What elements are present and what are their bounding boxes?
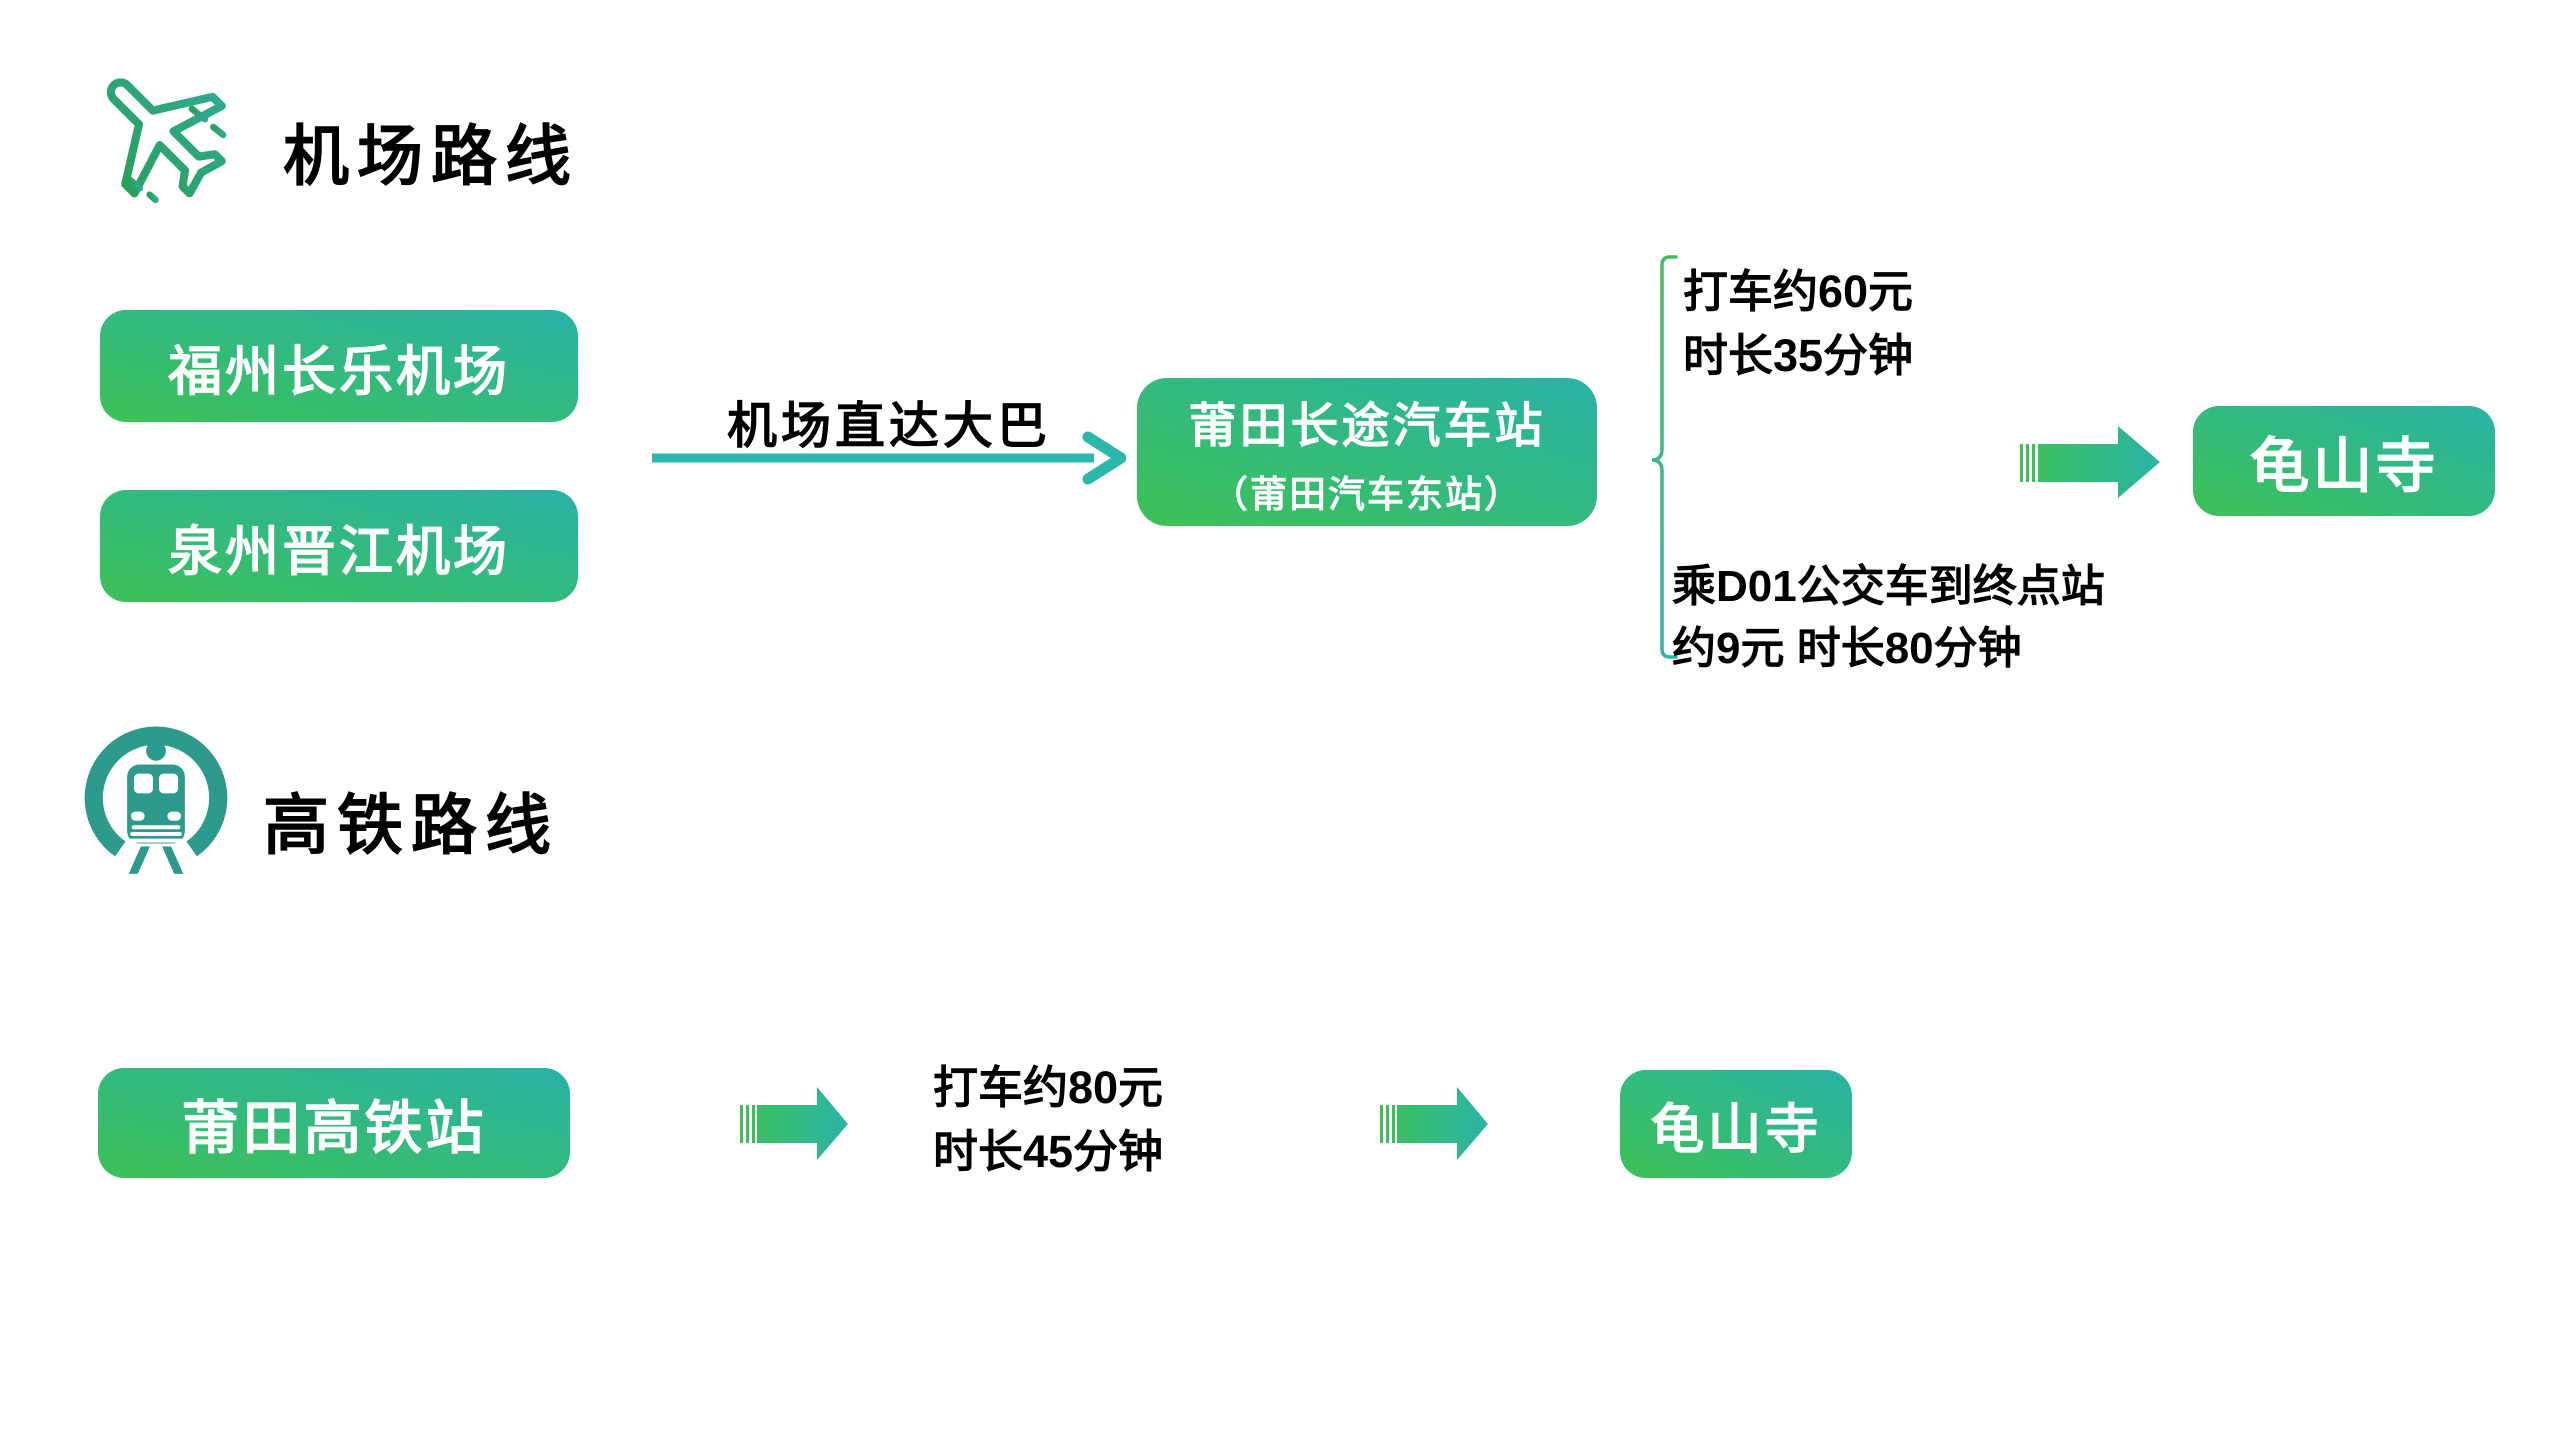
- node-quanzhou-jinjiang-airport: 泉州晋江机场: [100, 490, 578, 602]
- bus-arrow-label: 机场直达大巴: [727, 398, 1051, 454]
- striped-arrow-icon: [2020, 424, 2160, 500]
- plane-icon: [84, 54, 240, 204]
- node-putian-hsr-station: 莆田高铁站: [98, 1068, 570, 1178]
- striped-arrow-icon: [1380, 1084, 1488, 1162]
- node-label: 泉州晋江机场: [168, 521, 510, 582]
- node-label: 福州长乐机场: [168, 341, 510, 402]
- taxi-option-line1: 打车约60元: [1683, 266, 1914, 317]
- node-label: 莆田高铁站: [181, 1096, 487, 1161]
- bus-option-text: 乘D01公交车到终点站 约9元 时长80分钟: [1672, 556, 2105, 680]
- node-label: 龟山寺: [1650, 1099, 1822, 1160]
- node-sublabel: （莆田汽车东站）: [1211, 474, 1523, 515]
- bus-option-line1: 乘D01公交车到终点站: [1672, 562, 2105, 611]
- taxi-option-line2: 时长35分钟: [1683, 330, 1914, 381]
- node-putian-bus-station: 莆田长途汽车站 （莆田汽车东站）: [1137, 378, 1597, 526]
- node-fuzhou-changle-airport: 福州长乐机场: [100, 310, 578, 422]
- rail-taxi-note-line1: 打车约80元: [933, 1062, 1164, 1113]
- bus-option-line2: 约9元 时长80分钟: [1672, 624, 2022, 673]
- node-guishan-temple: 龟山寺: [1620, 1070, 1852, 1178]
- taxi-option-text: 打车约60元 时长35分钟: [1683, 260, 1913, 388]
- rail-taxi-note: 打车约80元 时长45分钟: [933, 1056, 1163, 1184]
- train-icon: [80, 722, 232, 886]
- node-label: 莆田长途汽车站: [1188, 400, 1546, 453]
- node-label: 龟山寺: [2249, 432, 2439, 500]
- options-brace-icon: [1596, 252, 1680, 662]
- striped-arrow-icon: [740, 1084, 848, 1162]
- airport-section-title: 机场路线: [283, 119, 579, 193]
- rail-taxi-note-line2: 时长45分钟: [933, 1126, 1164, 1177]
- node-guishan-temple: 龟山寺: [2193, 406, 2495, 516]
- rail-section-title: 高铁路线: [263, 788, 559, 862]
- right-arrow-icon: [652, 428, 1126, 488]
